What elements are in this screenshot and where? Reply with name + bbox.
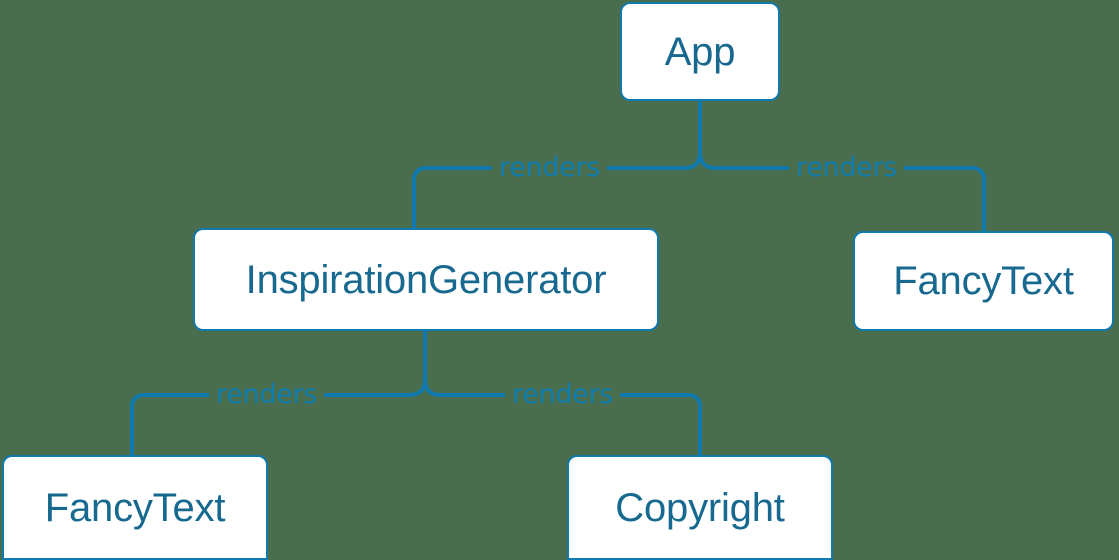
edge-app-to-inspirationgenerator — [412, 166, 434, 228]
node-copyright[interactable]: Copyright — [567, 455, 833, 560]
node-app[interactable]: App — [620, 2, 780, 101]
node-app-label: App — [664, 29, 736, 74]
edge-label-inspirationgenerator-copyright: renders — [505, 381, 621, 408]
edge-app-to-fancytext-right — [966, 166, 986, 231]
edge-inspirationgenerator-to-copyright — [688, 393, 702, 455]
node-inspirationgenerator-label: InspirationGenerator — [245, 257, 607, 302]
edge-label-app-inspirationgenerator: renders — [492, 154, 608, 181]
node-fancytext-bottom[interactable]: FancyText — [2, 455, 268, 560]
edge-inspirationgenerator-to-fancytext-bottom — [130, 393, 160, 455]
node-inspirationgenerator[interactable]: InspirationGenerator — [193, 228, 659, 331]
node-fancytext-right[interactable]: FancyText — [853, 231, 1114, 331]
node-copyright-label: Copyright — [615, 485, 785, 530]
edge-label-inspirationgenerator-fancytext-bottom: renders — [209, 381, 325, 408]
node-fancytext-bottom-label: FancyText — [44, 485, 226, 530]
edge-label-app-fancytext-right: renders — [789, 154, 905, 181]
node-fancytext-right-label: FancyText — [893, 259, 1074, 303]
